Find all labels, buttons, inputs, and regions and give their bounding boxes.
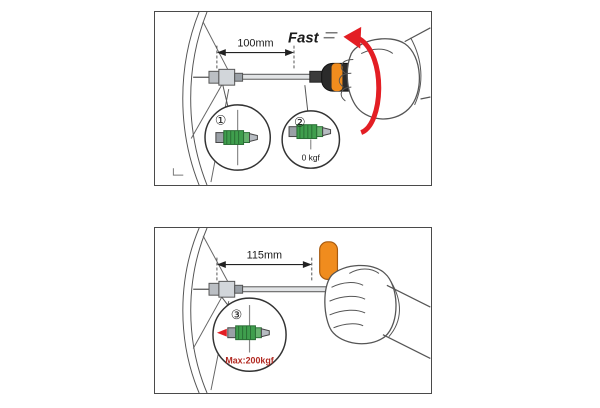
- motion-lines-icon: [323, 32, 338, 39]
- callout-3-value: Max:200kgf: [225, 355, 273, 365]
- rotation-arrow: [343, 26, 382, 135]
- callout-2-number: ②: [294, 116, 306, 131]
- hand-gripping-screwdriver: [338, 27, 431, 120]
- tool-shaft: [242, 73, 315, 80]
- hub-assembly: [193, 68, 244, 86]
- callout-3-number: ③: [231, 308, 243, 323]
- callout-3: ③ Max:200kgf: [212, 296, 287, 373]
- direction-arrow: [216, 328, 227, 337]
- fast-label: Fast: [288, 31, 338, 47]
- wheel-rim: [182, 228, 208, 393]
- hub-assembly: [193, 280, 244, 298]
- dimension-100mm: 100mm: [216, 38, 295, 70]
- callout-1-number: ①: [215, 114, 227, 129]
- tool-shaft: [242, 286, 329, 293]
- callout-1: ①: [204, 85, 272, 171]
- callout-2-value: 0 kgf: [302, 152, 321, 162]
- dimension-115mm-text: 115mm: [247, 250, 282, 262]
- fast-text: Fast: [288, 31, 320, 47]
- hand-gripping-handle: [324, 264, 431, 359]
- step-panel-top: Fast 100mm ①: [154, 11, 432, 186]
- top-illustration: Fast 100mm ①: [172, 12, 431, 185]
- valve-mark: [172, 168, 184, 176]
- bottom-illustration: 115mm ③ Max:200kgf: [182, 228, 431, 393]
- dimension-115mm: 115mm: [216, 250, 313, 282]
- wheel-rim: [182, 12, 208, 185]
- dimension-100mm-text: 100mm: [237, 38, 273, 50]
- callout-2: ② 0 kgf: [281, 85, 341, 169]
- step-panel-bottom: 115mm ③ Max:200kgf: [154, 227, 432, 394]
